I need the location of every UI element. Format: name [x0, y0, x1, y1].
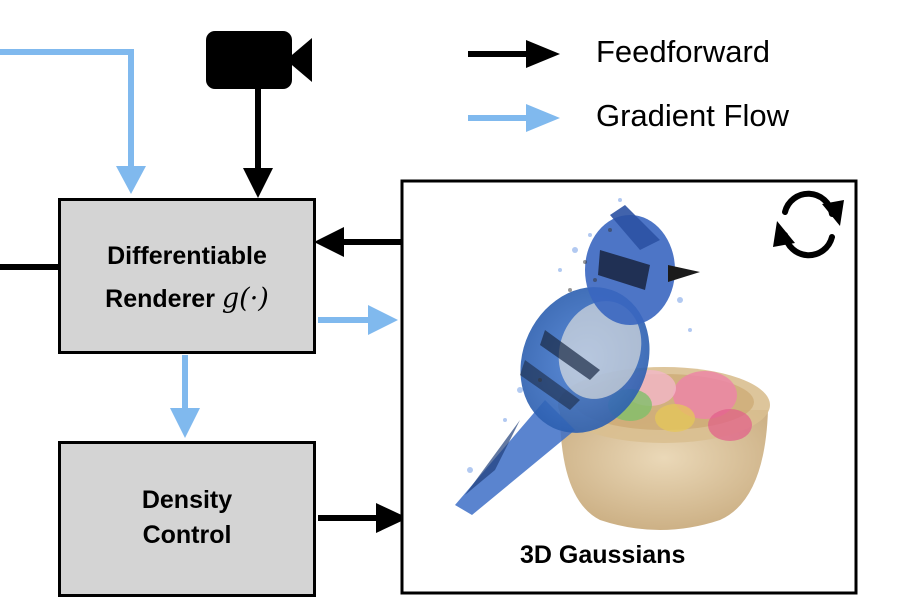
legend-feedforward-arrow	[468, 40, 560, 68]
density-label-line2: Control	[142, 521, 232, 549]
camera-to-renderer-arrow	[243, 89, 273, 198]
legend-feedforward-label: Feedforward	[596, 34, 771, 69]
gaussians-illustration	[455, 198, 770, 530]
refresh-icon	[773, 190, 844, 259]
density-to-gaussians-arrow	[318, 503, 408, 533]
renderer-to-density-gradient-arrow	[170, 355, 200, 438]
renderer-label-line1: Differentiable	[107, 242, 267, 270]
gaussians-to-renderer-arrow	[314, 227, 402, 257]
density-control-box	[58, 441, 316, 597]
differentiable-renderer-box	[58, 198, 316, 354]
camera-icon	[206, 31, 312, 89]
renderer-formula: g(·)	[221, 283, 269, 314]
legend-gradient-arrow	[468, 104, 560, 132]
incoming-gradient-arrow	[0, 49, 146, 194]
renderer-label-word: Renderer	[105, 285, 215, 313]
legend-gradient-label: Gradient Flow	[596, 98, 789, 133]
renderer-label-line2: Renderer g(·)	[58, 282, 316, 316]
gaussians-label: 3D Gaussians	[520, 541, 686, 569]
density-label-line1: Density	[141, 486, 233, 514]
renderer-to-gaussians-gradient-arrow	[318, 305, 398, 335]
